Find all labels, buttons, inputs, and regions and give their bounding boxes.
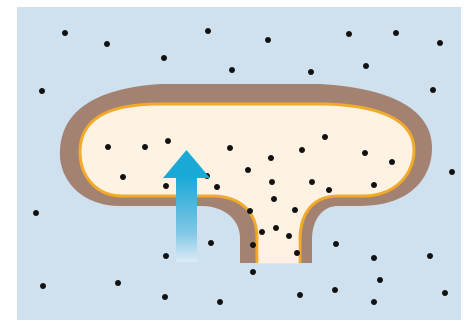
outside-particle [363, 63, 369, 69]
inside-particle [362, 150, 368, 156]
outside-particle [294, 250, 300, 256]
outside-particle [115, 280, 121, 286]
inside-particle [165, 138, 171, 144]
outside-particle [393, 30, 399, 36]
inside-particle [120, 174, 126, 180]
outside-particle [229, 67, 235, 73]
inside-particle [273, 225, 279, 231]
inside-particle [214, 184, 220, 190]
inside-particle [326, 187, 332, 193]
outside-particle [308, 69, 314, 75]
inside-particle [259, 229, 265, 235]
inside-particle [247, 208, 253, 214]
outside-particle [332, 287, 338, 293]
inside-particle [292, 207, 298, 213]
outside-particle [297, 292, 303, 298]
outside-particle [371, 255, 377, 261]
outside-particle [371, 299, 377, 305]
outside-particle [208, 240, 214, 246]
outside-particle [217, 299, 223, 305]
outside-particle [437, 40, 443, 46]
outside-particle [62, 30, 68, 36]
outside-particle [427, 253, 433, 259]
outside-particle [250, 269, 256, 275]
outside-particle [430, 87, 436, 93]
outside-particle [161, 55, 167, 61]
inside-particle [105, 144, 111, 150]
outside-particle [39, 88, 45, 94]
outside-particle [449, 169, 455, 175]
outside-particle [104, 41, 110, 47]
outside-particle [250, 242, 256, 248]
arrow-shaft [176, 176, 197, 262]
inside-particle [286, 233, 292, 239]
outside-particle [163, 253, 169, 259]
outside-particle [265, 37, 271, 43]
outside-particle [33, 210, 39, 216]
inside-particle [269, 179, 275, 185]
outside-particle [346, 31, 352, 37]
inside-particle [309, 179, 315, 185]
inside-particle [142, 144, 148, 150]
inside-particle [268, 155, 274, 161]
outside-particle [40, 283, 46, 289]
outside-particle [442, 290, 448, 296]
channel-opening [258, 240, 299, 264]
outside-particle [205, 28, 211, 34]
outside-particle [333, 241, 339, 247]
inside-particle [389, 159, 395, 165]
inside-particle [245, 167, 251, 173]
inside-particle [322, 134, 328, 140]
inside-particle [163, 183, 169, 189]
outside-particle [377, 277, 383, 283]
inside-particle [371, 182, 377, 188]
inside-particle [271, 196, 277, 202]
inside-particle [227, 145, 233, 151]
inside-particle [299, 147, 305, 153]
outside-particle [162, 294, 168, 300]
